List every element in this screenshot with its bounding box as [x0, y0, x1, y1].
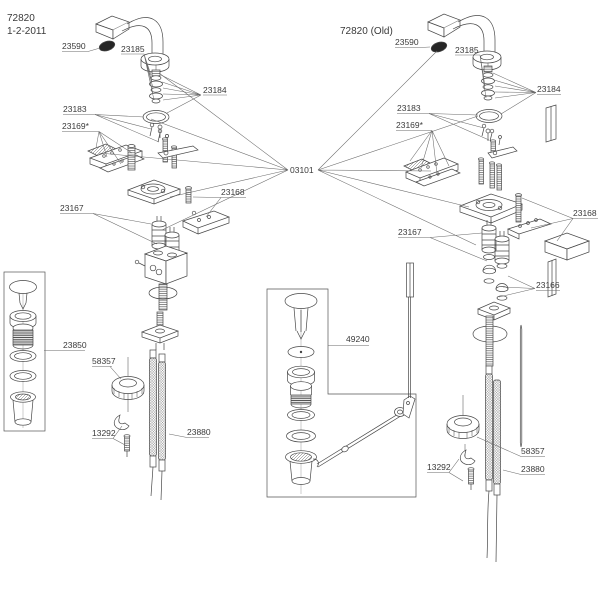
threaded-shank: [148, 283, 178, 329]
spout: [95, 15, 170, 73]
part-label-23590-left: 23590: [62, 41, 86, 51]
aerator-part: [98, 40, 116, 52]
spout-washer-stack: [149, 65, 163, 104]
mounting-nut-right: [446, 395, 480, 464]
part-label-23185-left: 23185: [121, 44, 145, 54]
square-flange: [140, 324, 180, 350]
manifold-body: [134, 245, 189, 285]
base-oring: [142, 110, 170, 124]
part-label-23169-right: 23169*: [396, 120, 424, 130]
deck-plate-old: [458, 193, 524, 224]
part-label-23590-right: 23590: [395, 37, 419, 47]
mounting-bracket-old: [403, 157, 461, 187]
leader-lines: [44, 46, 598, 482]
pivot-clip-left: [113, 414, 131, 457]
part-label-58357-left: 58357: [92, 356, 116, 366]
part-label-23185-right: 23185: [455, 45, 479, 55]
mounting-bracket-left: [87, 143, 145, 173]
supply-hoses-old: [485, 365, 501, 563]
handle-parts: [157, 124, 199, 169]
square-flange-old: [472, 301, 511, 367]
spout-old: [427, 13, 502, 71]
left-view-title: 72820: [7, 13, 35, 24]
part-label-23168-right: 23168: [573, 208, 597, 218]
aerator-part-old: [430, 41, 448, 53]
part-label-23183-right: 23183: [397, 103, 421, 113]
part-label-03101: 03101: [290, 165, 314, 175]
lift-rod: [519, 324, 523, 448]
part-label-23880-right: 23880: [521, 464, 545, 474]
part-label-23184-left: 23184: [203, 85, 227, 95]
part-label-13292-right: 13292: [427, 462, 451, 472]
part-label-23167-right: 23167: [398, 227, 422, 237]
left-faucet-assembly: [87, 15, 230, 501]
valve-cartridges-old: [481, 220, 510, 265]
drain-assembly-box-left: [3, 271, 46, 432]
mounting-hardware-old: [507, 193, 591, 261]
drain-assembly-box-center: [266, 262, 417, 498]
washer-cap-stack: [482, 254, 509, 301]
left-view-date: 1-2-2011: [7, 26, 47, 37]
base-oring-old: [475, 109, 503, 123]
handle-parts-old: [478, 128, 518, 191]
part-label-49240: 49240: [346, 334, 370, 344]
part-label-23168-left: 23168: [221, 187, 245, 197]
right-view-title: 72820 (Old): [340, 26, 393, 37]
pivot-rod: [316, 262, 416, 468]
small-fasteners-old: [481, 123, 495, 142]
right-faucet-assembly: [403, 13, 591, 563]
part-label-23166-right: 23166: [536, 280, 560, 290]
part-label-58357-right: 58357: [521, 446, 545, 456]
part-label-23169-left: 23169*: [62, 121, 90, 131]
part-label-23850: 23850: [63, 340, 87, 350]
labels: 72820 1-2-2011 72820 (Old) 03101 23590 2…: [7, 13, 597, 474]
pivot-clip-right: [459, 449, 476, 490]
mounting-hardware-right: [182, 186, 230, 235]
part-label-23880-left: 23880: [187, 427, 211, 437]
deck-plate: [126, 179, 182, 205]
mounting-nut-left: [111, 357, 145, 412]
part-label-23167-left: 23167: [60, 203, 84, 213]
supply-hoses: [149, 349, 166, 501]
part-label-13292-left: 13292: [92, 428, 116, 438]
part-label-23183-left: 23183: [63, 104, 87, 114]
part-label-23184-right: 23184: [537, 84, 561, 94]
tall-strip-bracket: [545, 104, 557, 298]
